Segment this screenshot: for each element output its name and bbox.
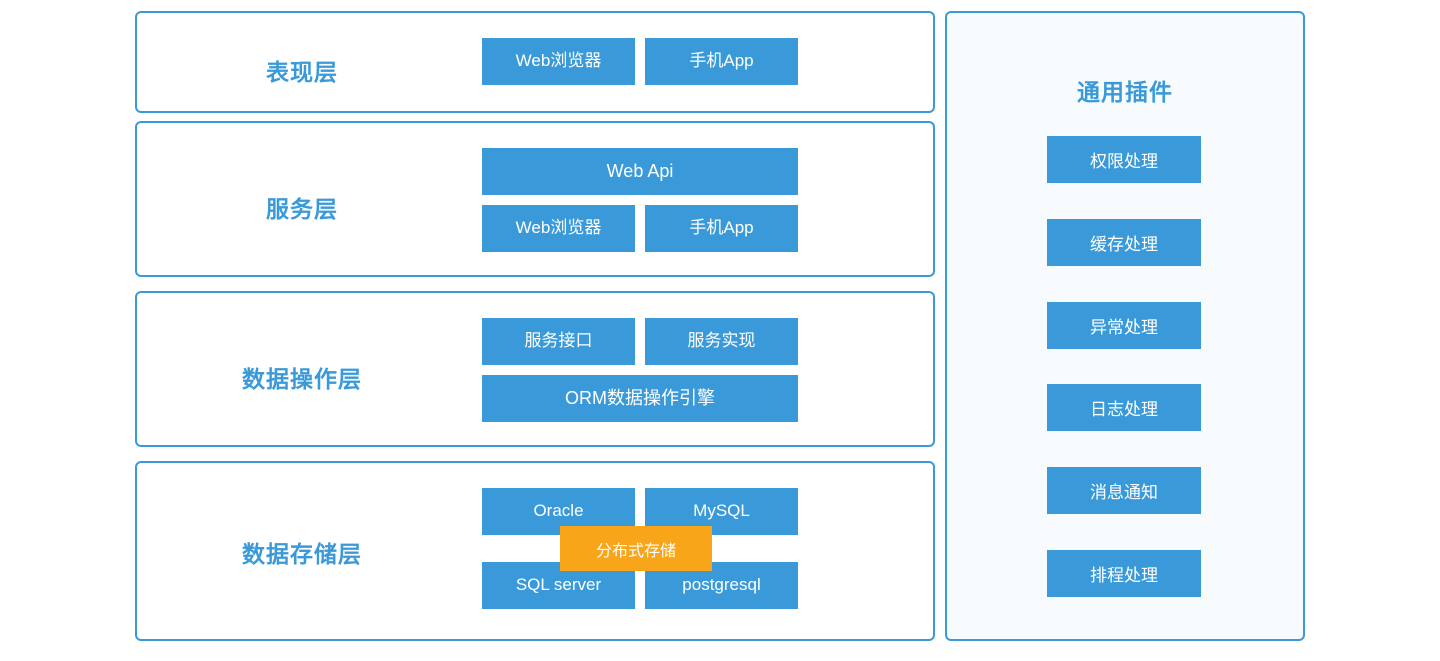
node-mobile-app[interactable]: 手机App xyxy=(645,38,798,85)
layer-title-service: 服务层 xyxy=(266,196,338,222)
plugin-item-cache[interactable]: 缓存处理 xyxy=(1047,219,1201,266)
layer-title-data-storage: 数据存储层 xyxy=(242,541,362,567)
layer-panel-presentation: 表现层 Web浏览器 手机App xyxy=(135,11,935,113)
node-mobile-app[interactable]: 手机App xyxy=(645,205,798,252)
node-service-implementation[interactable]: 服务实现 xyxy=(645,318,798,365)
node-web-api[interactable]: Web Api xyxy=(482,148,798,195)
node-service-interface[interactable]: 服务接口 xyxy=(482,318,635,365)
node-sql-server[interactable]: SQL server xyxy=(482,562,635,609)
plugin-item-log[interactable]: 日志处理 xyxy=(1047,384,1201,431)
plugin-panel-title: 通用插件 xyxy=(1077,79,1173,105)
layer-panel-service: 服务层 Web Api Web浏览器 手机App xyxy=(135,121,935,277)
node-postgresql[interactable]: postgresql xyxy=(645,562,798,609)
layer-panel-data-operation: 数据操作层 服务接口 服务实现 ORM数据操作引擎 xyxy=(135,291,935,447)
plugin-item-message-notification[interactable]: 消息通知 xyxy=(1047,467,1201,514)
node-oracle[interactable]: Oracle xyxy=(482,488,635,535)
plugin-item-schedule[interactable]: 排程处理 xyxy=(1047,550,1201,597)
plugin-panel: 通用插件 权限处理 缓存处理 异常处理 日志处理 消息通知 排程处理 xyxy=(945,11,1305,641)
plugin-item-permission[interactable]: 权限处理 xyxy=(1047,136,1201,183)
node-distributed-storage[interactable]: 分布式存储 xyxy=(560,526,712,571)
layer-title-presentation: 表现层 xyxy=(266,59,338,85)
layer-title-data-operation: 数据操作层 xyxy=(242,366,362,392)
node-web-browser[interactable]: Web浏览器 xyxy=(482,38,635,85)
node-web-browser[interactable]: Web浏览器 xyxy=(482,205,635,252)
node-orm-engine[interactable]: ORM数据操作引擎 xyxy=(482,375,798,422)
layer-panel-data-storage: 数据存储层 Oracle MySQL SQL server postgresql… xyxy=(135,461,935,641)
plugin-item-exception[interactable]: 异常处理 xyxy=(1047,302,1201,349)
